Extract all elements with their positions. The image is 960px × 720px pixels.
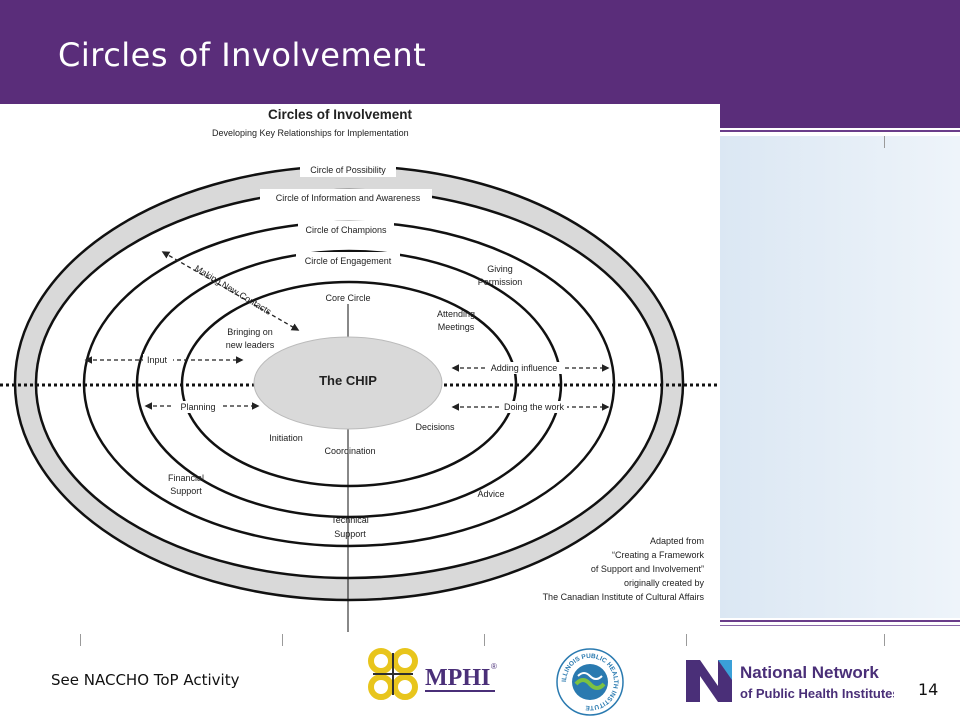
center-ellipse xyxy=(253,336,443,430)
activity-label: Technical xyxy=(331,515,369,525)
grid-tick xyxy=(80,634,81,646)
attribution-line: Adapted from xyxy=(650,536,704,546)
activity-label: Doing the work xyxy=(504,402,565,412)
activity-label: Permission xyxy=(478,277,523,287)
activity-label: Planning xyxy=(180,402,215,412)
activity-label: Financial xyxy=(168,473,204,483)
mphi-registered-mark: ® xyxy=(491,662,497,671)
activity-label: Support xyxy=(170,486,202,496)
label-bg xyxy=(260,189,432,207)
label-bg xyxy=(298,221,394,237)
circle-label: Core Circle xyxy=(325,293,370,303)
nnphi-line2: of Public Health Institutes xyxy=(740,686,894,701)
label-bg xyxy=(173,401,223,413)
mphi-logo: MPHI ® xyxy=(365,645,500,707)
right-blue-panel xyxy=(720,136,960,618)
activity-label: Decisions xyxy=(415,422,455,432)
activity-label: Attending xyxy=(437,309,475,319)
attribution-line: of Support and Involvement” xyxy=(591,564,704,574)
divider-line xyxy=(720,625,960,626)
circle-label: Circle of Champions xyxy=(305,225,387,235)
activity-label: Coordination xyxy=(324,446,375,456)
activity-label: Advice xyxy=(477,489,504,499)
grid-tick xyxy=(884,136,885,148)
attribution-line: The Canadian Institute of Cultural Affai… xyxy=(543,592,705,602)
slide-title: Circles of Involvement xyxy=(58,36,427,74)
nnphi-emblem-icon xyxy=(686,660,732,702)
activity-label: Support xyxy=(334,529,366,539)
grid-tick xyxy=(686,634,687,646)
making-contacts-arrow xyxy=(161,251,300,331)
circles-diagram: Circles of Involvement Developing Key Re… xyxy=(0,104,720,632)
diagram-subtitle: Developing Key Relationships for Impleme… xyxy=(212,128,409,138)
divider-line xyxy=(720,620,960,622)
activity-label: Meetings xyxy=(438,322,475,332)
slide-number: 14 xyxy=(918,680,939,699)
right-purple-strip xyxy=(720,104,960,128)
title-banner: Circles of Involvement xyxy=(0,0,960,104)
iphi-logo: ILLINOIS PUBLIC HEALTH INSTITUTE xyxy=(556,648,624,716)
mphi-emblem-icon xyxy=(368,648,418,700)
label-bg xyxy=(296,252,400,268)
activity-label: Initiation xyxy=(269,433,303,443)
grid-tick xyxy=(282,634,283,646)
center-label: The CHIP xyxy=(319,373,377,388)
circle-label: Circle of Possibility xyxy=(310,165,386,175)
activity-label: Input xyxy=(147,355,168,365)
grid-tick xyxy=(884,634,885,646)
label-bg xyxy=(320,290,378,304)
circle-label: Circle of Information and Awareness xyxy=(276,193,421,203)
divider-line xyxy=(720,130,960,132)
label-bg xyxy=(486,362,564,374)
activity-label: new leaders xyxy=(226,340,275,350)
diagram-title: Circles of Involvement xyxy=(268,107,413,122)
attribution-line: “Creating a Framework xyxy=(612,550,705,560)
grid-tick xyxy=(484,634,485,646)
activity-label: Bringing on xyxy=(227,327,273,337)
label-bg xyxy=(501,401,567,413)
label-bg xyxy=(300,159,396,177)
activity-label: Adding influence xyxy=(491,363,558,373)
attribution-line: originally created by xyxy=(624,578,705,588)
nnphi-logo: National Network of Public Health Instit… xyxy=(684,656,900,706)
circle-label: Circle of Engagement xyxy=(305,256,392,266)
nnphi-line1: National Network xyxy=(740,663,879,682)
activity-label: Giving xyxy=(487,264,513,274)
label-bg xyxy=(143,354,173,366)
footer-note: See NACCHO ToP Activity xyxy=(51,671,240,689)
mphi-wordmark: MPHI xyxy=(425,665,490,691)
